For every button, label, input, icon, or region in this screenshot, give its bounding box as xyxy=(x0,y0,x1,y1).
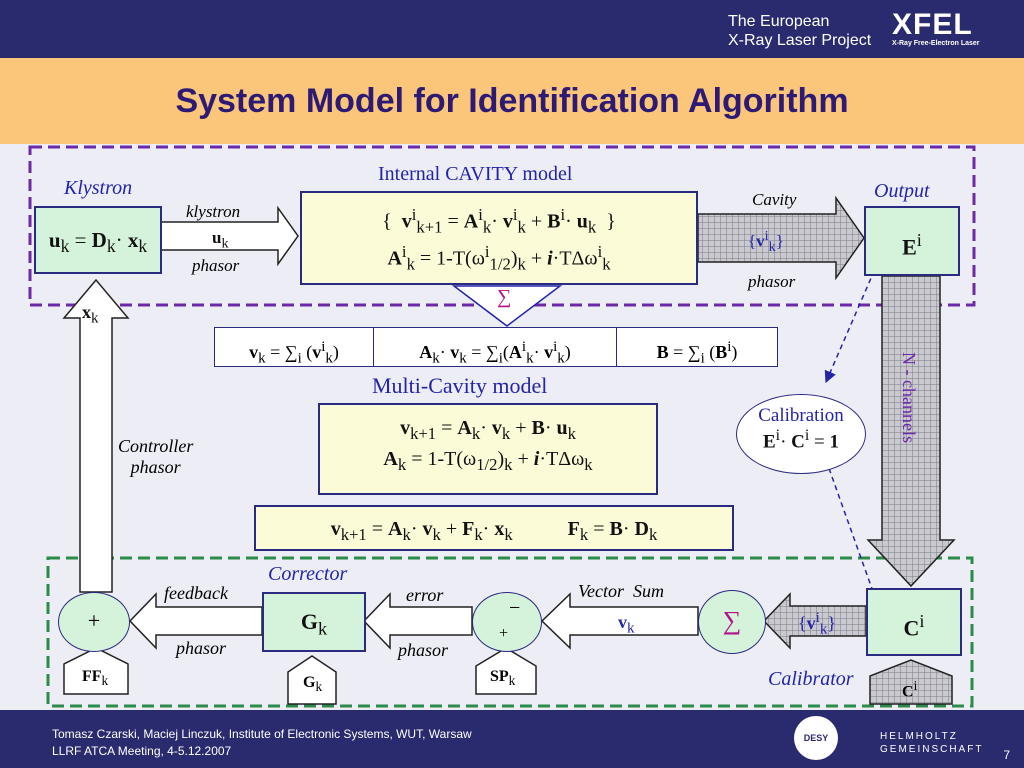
closed-loop-equation: vk+1 = Ak· vk + Fk· xk Fk = B· Dk xyxy=(254,505,734,551)
xfel-logo-text: XFEL xyxy=(892,8,973,41)
xfel-logo-subtext: X-Ray Free-Electron Laser xyxy=(892,40,980,47)
internal-cavity-model-label: Internal CAVITY model xyxy=(378,163,573,185)
vector-sum-arrow xyxy=(540,592,699,650)
g-input-label: Gk xyxy=(303,674,323,695)
footer-meeting: LLRF ATCA Meeting, 4-5.12.2007 xyxy=(52,744,232,758)
ff-label: FFk xyxy=(82,668,109,689)
output-label: Output xyxy=(874,180,930,202)
sum-b-cell: B = ∑i (Bi) xyxy=(656,339,738,367)
cavity-phasor-label-1: Cavity xyxy=(752,190,797,209)
calibration-label: Calibration xyxy=(758,405,844,426)
error-arrow xyxy=(362,592,473,650)
page-title: System Model for Identification Algorith… xyxy=(175,82,849,120)
cavity-phasor-symbol: {vik} xyxy=(748,228,784,256)
vector-sum-junction: ∑ xyxy=(698,590,766,654)
controller-phasor-label-2: phasor xyxy=(130,457,181,477)
calibration-link-bottom xyxy=(825,459,879,602)
error-plus-sign: + xyxy=(499,625,509,642)
sum-v-cell: vk = ∑i (vik) xyxy=(215,328,374,367)
xfel-logo: XFEL X-Ray Free-Electron Laser xyxy=(892,10,988,50)
project-line-1: The European xyxy=(728,13,830,30)
n-channels-label: N - channels xyxy=(899,352,919,443)
feedback-phasor-label: phasor xyxy=(176,638,227,658)
calibrator-input-symbol: {vik} xyxy=(798,610,836,638)
vector-sum-label: Vector Sum xyxy=(578,581,664,601)
title-band xyxy=(0,58,1024,144)
x-k-symbol: xk xyxy=(82,302,99,327)
ff-up-arrow xyxy=(63,647,129,695)
multi-cavity-model-label: Multi-Cavity model xyxy=(372,373,548,398)
cavity-phasor-label-2: phasor xyxy=(748,272,796,291)
calibration-ellipse: Calibration Ei· Ci = 1 xyxy=(736,394,866,474)
error-minus-sign: − xyxy=(509,597,521,619)
sum-symbol: ∑ xyxy=(497,286,512,308)
output-box: Ei xyxy=(864,206,960,276)
footer-bar xyxy=(0,710,1024,768)
sp-up-arrow xyxy=(475,647,537,695)
helmholtz-logo: HELMHOLTZ GEMEINSCHAFT xyxy=(880,730,983,756)
controller-phasor-label: Controller phasor xyxy=(118,436,193,478)
error-phasor-label: phasor xyxy=(398,640,449,660)
calibration-equation: Ei· Ci = 1 xyxy=(762,427,840,453)
corrector-region xyxy=(46,556,974,708)
calibration-link-top xyxy=(824,261,879,384)
corrector-label: Corrector xyxy=(268,563,348,585)
helmholtz-line-2: GEMEINSCHAFT xyxy=(880,744,984,755)
c-up-arrow xyxy=(869,659,953,705)
page-number: 7 xyxy=(1003,748,1010,762)
error-junction: − + xyxy=(472,592,542,652)
calibrator-box: Ci xyxy=(866,588,962,656)
n-channels-arrow xyxy=(866,275,956,588)
sum-av-cell: Ak· vk = ∑i(Aik· vik) xyxy=(374,328,617,367)
klystron-phasor-arrow xyxy=(159,205,299,267)
internal-cavity-equations: { vik+1 = Aik· vik + Bi· uk } Aik = 1-T(… xyxy=(300,191,698,285)
g-up-arrow xyxy=(287,655,337,705)
sum-down-arrow xyxy=(451,285,563,327)
c-input-label: Ci xyxy=(902,678,918,701)
project-name: The European X-Ray Laser Project xyxy=(728,12,871,50)
calibrator-label: Calibrator xyxy=(768,668,854,690)
klystron-phasor-label-1: klystron xyxy=(186,202,241,221)
klystron-label: Klystron xyxy=(64,177,133,199)
vector-sum-symbol: vk xyxy=(618,612,635,637)
feedback-label: feedback xyxy=(164,583,228,603)
feedback-arrow xyxy=(128,592,263,650)
sp-label: SPk xyxy=(490,668,516,689)
klystron-box: uk = Dk· xk xyxy=(34,206,162,274)
corrector-gain-box: Gk xyxy=(262,592,366,652)
multi-cavity-equations: vk+1 = Ak· vk + B· uk Ak = 1-T(ω1/2)k + … xyxy=(318,403,658,495)
footer-authors: Tomasz Czarski, Maciej Linczuk, Institut… xyxy=(52,727,472,741)
header-bar xyxy=(0,0,1024,58)
calibrator-arrow xyxy=(762,592,867,650)
klystron-phasor-symbol: uk xyxy=(212,228,229,252)
project-line-2: X-Ray Laser Project xyxy=(728,32,872,49)
controller-phasor-arrow xyxy=(62,278,130,593)
desy-logo: DESY xyxy=(794,716,838,760)
summing-junction-plus: + xyxy=(58,592,130,652)
klystron-phasor-label-2: phasor xyxy=(192,256,240,275)
helmholtz-line-1: HELMHOLTZ xyxy=(880,731,958,742)
controller-phasor-label-1: Controller xyxy=(118,436,194,456)
summation-table: vk = ∑i (vik) Ak· vk = ∑i(Aik· vik) B = … xyxy=(214,327,778,367)
error-label: error xyxy=(406,585,444,605)
cavity-phasor-arrow xyxy=(697,195,865,281)
